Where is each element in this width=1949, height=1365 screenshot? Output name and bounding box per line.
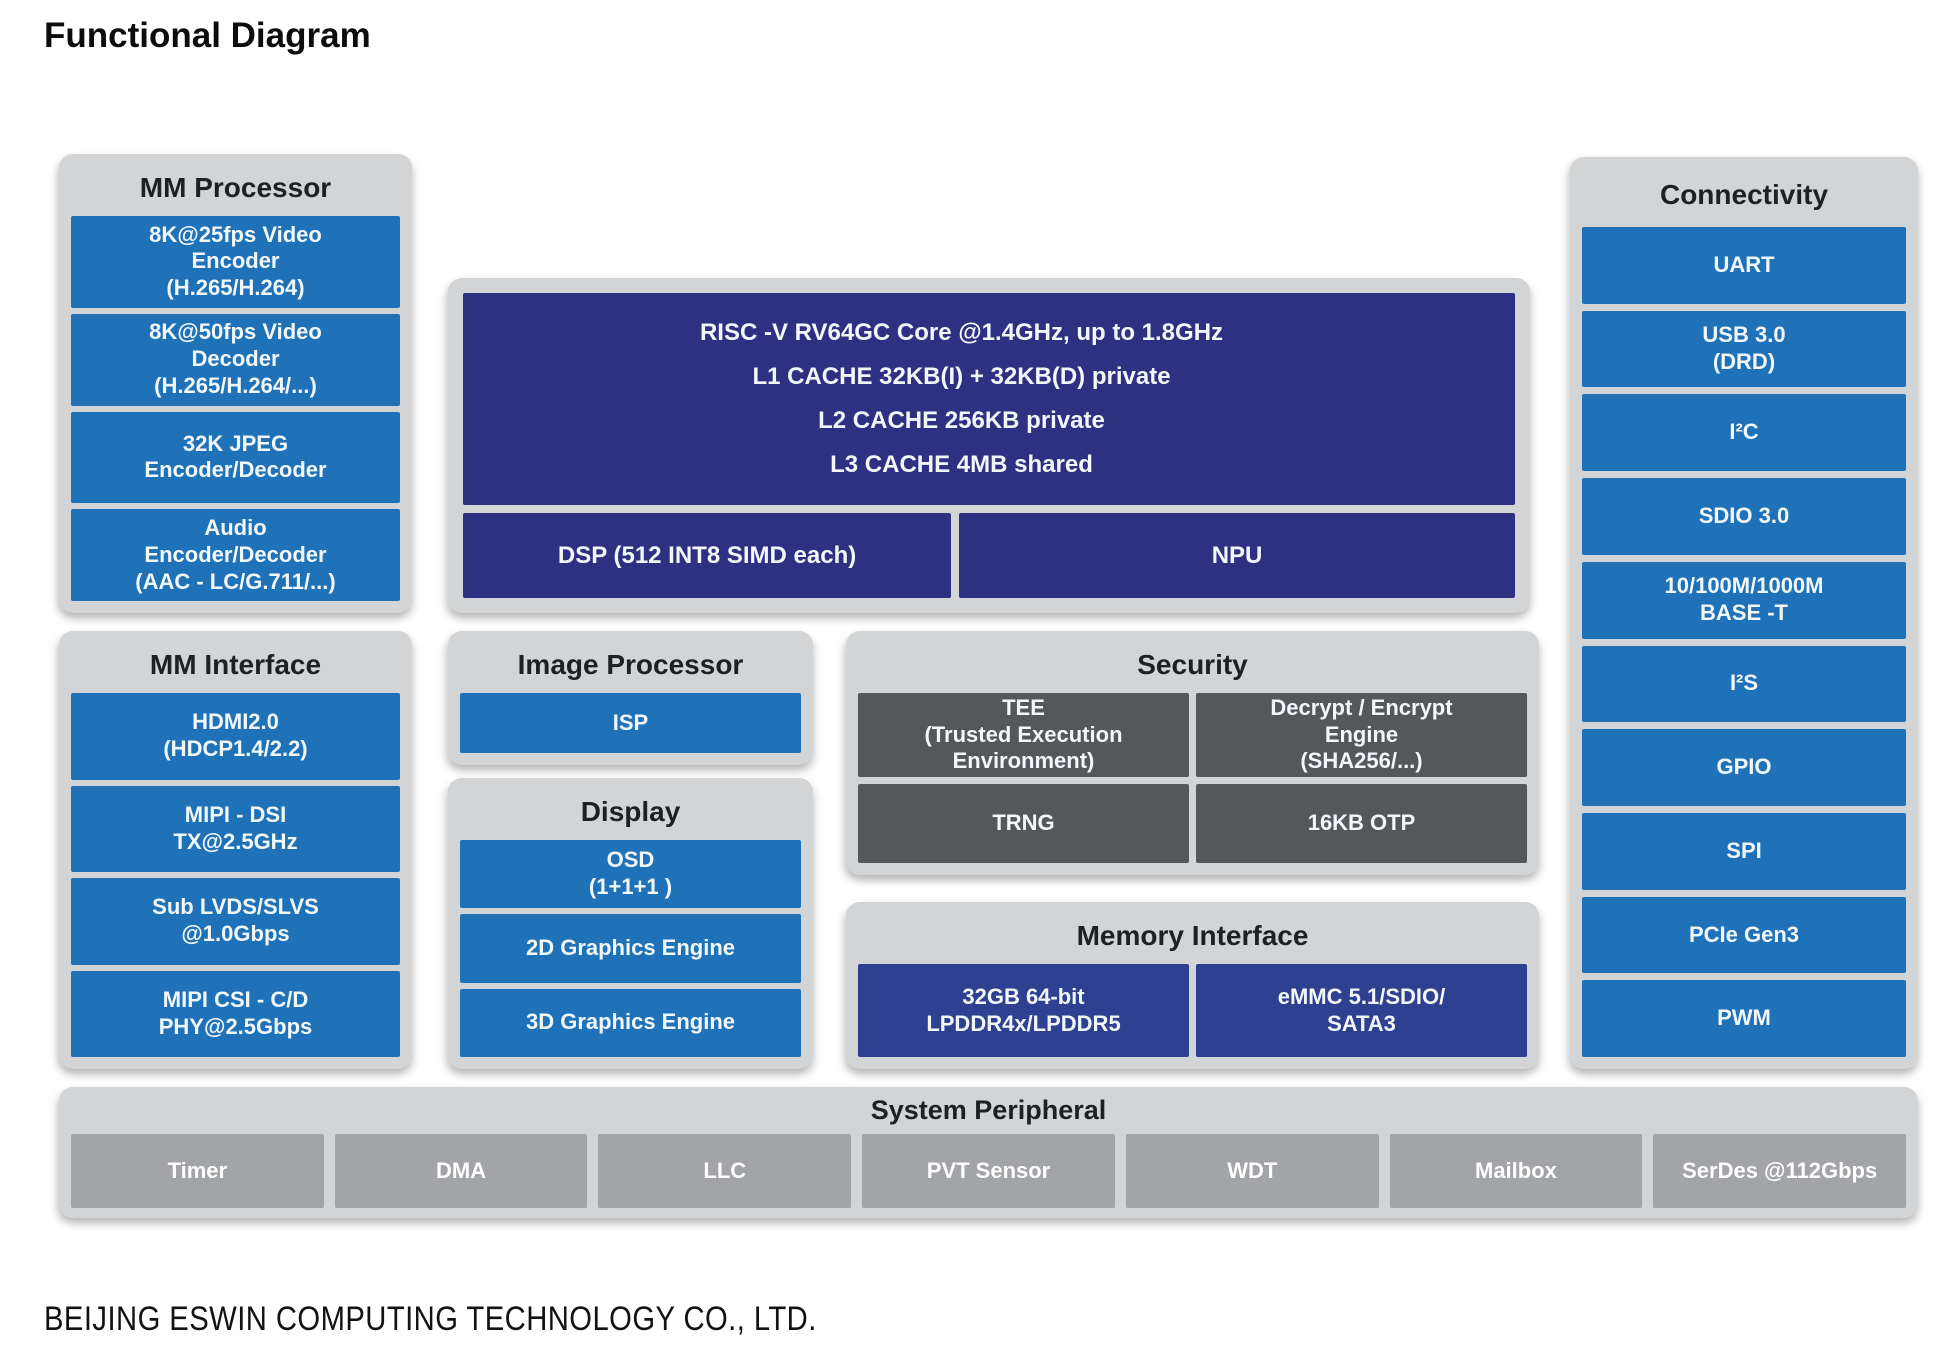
block-serdes: SerDes @112Gbps — [1653, 1134, 1907, 1208]
block-2d-engine: 2D Graphics Engine — [460, 914, 801, 983]
block-spi: SPI — [1582, 812, 1906, 890]
panel-system-peripheral: System Peripheral Timer DMA LLC PVT Sens… — [59, 1087, 1918, 1218]
block-isp: ISP — [460, 693, 801, 753]
mm-interface-blocks: HDMI2.0 (HDCP1.4/2.2) MIPI - DSI TX@2.5G… — [71, 693, 400, 1057]
block-crypto-engine: Decrypt / Encrypt Engine (SHA256/...) — [1196, 693, 1527, 777]
image-processor-title: Image Processor — [517, 649, 744, 680]
block-mipi-dsi: MIPI - DSI TX@2.5GHz — [71, 785, 400, 872]
company-footer: BEIJING ESWIN COMPUTING TECHNOLOGY CO., … — [44, 1300, 817, 1338]
block-sub-lvds: Sub LVDS/SLVS @1.0Gbps — [71, 878, 400, 965]
panel-connectivity: Connectivity UART USB 3.0 (DRD) I²C SDIO… — [1570, 157, 1918, 1069]
block-osd: OSD (1+1+1 ) — [460, 840, 801, 909]
connectivity-title: Connectivity — [1659, 179, 1829, 210]
block-usb: USB 3.0 (DRD) — [1582, 310, 1906, 388]
security-blocks: TEE (Trusted Execution Environment) Decr… — [858, 693, 1527, 863]
block-video-encoder: 8K@25fps Video Encoder (H.265/H.264) — [71, 216, 400, 308]
block-otp: 16KB OTP — [1196, 783, 1527, 863]
display-title: Display — [580, 796, 681, 827]
block-riscv-core: RISC -V RV64GC Core @1.4GHz, up to 1.8GH… — [463, 293, 1515, 505]
system-peripheral-blocks: Timer DMA LLC PVT Sensor WDT Mailbox Ser… — [71, 1134, 1907, 1208]
page-title: Functional Diagram — [44, 16, 371, 55]
security-title: Security — [1137, 649, 1248, 680]
panel-security: Security TEE (Trusted Execution Environm… — [846, 631, 1539, 875]
block-mailbox: Mailbox — [1389, 1134, 1643, 1208]
cpu-l2-line: L2 CACHE 256KB private — [818, 407, 1105, 434]
mm-processor-title: MM Processor — [139, 172, 332, 203]
block-uart: UART — [1582, 227, 1906, 304]
block-npu: NPU — [959, 513, 1515, 598]
mm-processor-blocks: 8K@25fps Video Encoder (H.265/H.264) 8K@… — [71, 216, 400, 601]
block-pcie: PCIe Gen3 — [1582, 896, 1906, 974]
block-audio-codec: Audio Encoder/Decoder (AAC - LC/G.711/..… — [71, 509, 400, 601]
display-blocks: OSD (1+1+1 ) 2D Graphics Engine 3D Graph… — [460, 840, 801, 1057]
cpu-core-line: RISC -V RV64GC Core @1.4GHz, up to 1.8GH… — [699, 319, 1224, 346]
system-peripheral-title: System Peripheral — [870, 1095, 1107, 1125]
block-dma: DMA — [334, 1134, 588, 1208]
block-3d-engine: 3D Graphics Engine — [460, 988, 801, 1057]
block-lpddr: 32GB 64-bit LPDDR4x/LPDDR5 — [858, 964, 1189, 1057]
panel-image-processor: Image Processor ISP — [448, 631, 813, 765]
block-sdio: SDIO 3.0 — [1582, 478, 1906, 555]
block-trng: TRNG — [858, 783, 1189, 863]
panel-memory-interface: Memory Interface 32GB 64-bit LPDDR4x/LPD… — [846, 902, 1539, 1069]
block-ethernet: 10/100M/1000M BASE -T — [1582, 561, 1906, 639]
panel-display: Display OSD (1+1+1 ) 2D Graphics Engine … — [448, 778, 813, 1069]
memory-interface-title: Memory Interface — [1076, 920, 1309, 951]
block-emmc: eMMC 5.1/SDIO/ SATA3 — [1196, 964, 1527, 1057]
memory-interface-blocks: 32GB 64-bit LPDDR4x/LPDDR5 eMMC 5.1/SDIO… — [858, 964, 1527, 1057]
panel-cpu-complex: RISC -V RV64GC Core @1.4GHz, up to 1.8GH… — [448, 278, 1530, 613]
block-timer: Timer — [71, 1134, 324, 1208]
cpu-l1-line: L1 CACHE 32KB(I) + 32KB(D) private — [752, 363, 1171, 390]
block-jpeg-codec: 32K JPEG Encoder/Decoder — [71, 411, 400, 504]
panel-mm-interface: MM Interface HDMI2.0 (HDCP1.4/2.2) MIPI … — [59, 631, 412, 1069]
block-pvt-sensor: PVT Sensor — [862, 1134, 1115, 1208]
block-i2c: I²C — [1582, 394, 1906, 472]
block-dsp: DSP (512 INT8 SIMD each) — [463, 513, 952, 598]
block-tee: TEE (Trusted Execution Environment) — [858, 693, 1189, 777]
block-wdt: WDT — [1125, 1134, 1379, 1208]
cpu-l3-line: L3 CACHE 4MB shared — [830, 451, 1093, 478]
block-hdmi: HDMI2.0 (HDCP1.4/2.2) — [71, 693, 400, 780]
block-i2s: I²S — [1582, 645, 1906, 723]
panel-mm-processor: MM Processor 8K@25fps Video Encoder (H.2… — [59, 154, 412, 613]
mm-interface-title: MM Interface — [149, 649, 322, 680]
block-mipi-csi: MIPI CSI - C/D PHY@2.5Gbps — [71, 970, 400, 1057]
block-pwm: PWM — [1582, 980, 1906, 1058]
block-llc: LLC — [598, 1134, 852, 1208]
connectivity-blocks: UART USB 3.0 (DRD) I²C SDIO 3.0 10/100M/… — [1582, 227, 1906, 1058]
image-processor-blocks: ISP — [460, 693, 801, 753]
block-video-decoder: 8K@50fps Video Decoder (H.265/H.264/...) — [71, 313, 400, 406]
cpu-coprocessor-row: DSP (512 INT8 SIMD each) NPU — [463, 513, 1515, 598]
block-gpio: GPIO — [1582, 729, 1906, 806]
